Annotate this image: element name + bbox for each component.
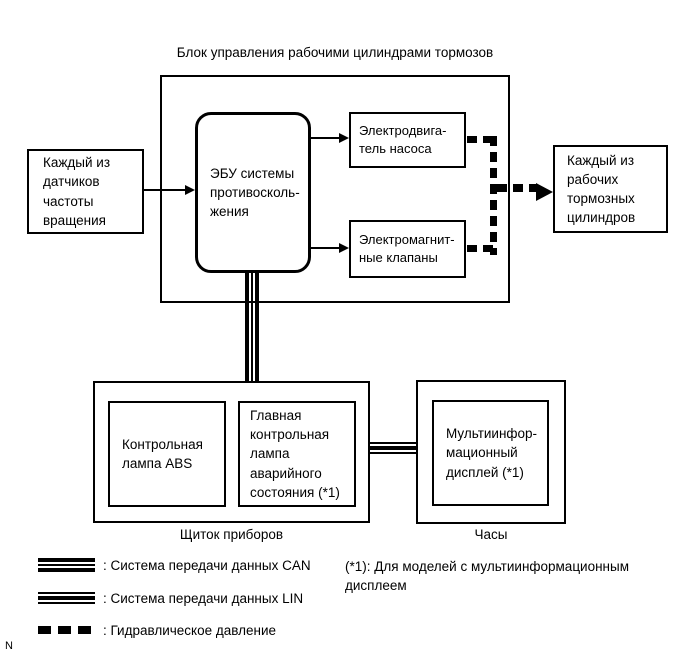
ecu-to-motor-arrow-line	[311, 137, 340, 139]
hydraulic-dash-from-motor	[467, 136, 497, 143]
hydraulic-pressure-arrow-head	[536, 183, 553, 201]
legend-hydraulic-symbol	[38, 626, 91, 634]
solenoid-valves-label: Электромагнит- ные клапаны	[359, 231, 455, 265]
legend-can-symbol	[38, 558, 95, 572]
abs-warning-lamp-label: Контрольная лампа ABS	[122, 436, 203, 471]
legend-can-label: : Система передачи данных CAN	[103, 558, 311, 573]
legend-lin-symbol	[38, 592, 95, 604]
brake-cylinders-box: Каждый из рабочих тормозных цилиндров	[553, 145, 668, 233]
ecu-to-motor-arrow-head	[339, 133, 349, 143]
multi-info-display-box: Мультиинфор- мационный дисплей (*1)	[432, 400, 549, 506]
brake-cylinders-label: Каждый из рабочих тормозных цилиндров	[567, 152, 636, 226]
legend-hydraulic-label: : Гидравлическое давление	[103, 623, 277, 638]
legend-lin-label: : Система передачи данных LIN	[103, 591, 304, 606]
pump-motor-box: Электродвига- тель насоса	[349, 112, 466, 168]
master-warning-lamp-label: Главная контрольная лампа аварийного сос…	[250, 408, 340, 500]
master-warning-lamp-box: Главная контрольная лампа аварийного сос…	[238, 401, 356, 507]
abs-ecu-box: ЭБУ системы противосколь- жения	[195, 112, 311, 273]
solenoid-valves-box: Электромагнит- ные клапаны	[349, 220, 466, 278]
speed-sensors-box: Каждый из датчиков частоты вращения	[27, 149, 144, 234]
hydraulic-pressure-arrow-line	[497, 184, 537, 192]
sensor-to-ecu-arrow-head	[185, 185, 195, 195]
hydraulic-dash-from-valves	[467, 245, 497, 252]
ecu-to-valves-arrow-line	[311, 247, 340, 249]
abs-ecu-label: ЭБУ системы противосколь- жения	[210, 165, 300, 220]
multi-info-display-label: Мультиинфор- мационный дисплей (*1)	[446, 426, 538, 480]
instrument-panel-caption: Щиток приборов	[179, 527, 284, 542]
diagram-title: Блок управления рабочими цилиндрами торм…	[176, 45, 494, 60]
sensor-to-ecu-arrow-line	[143, 189, 186, 191]
abs-warning-lamp-box: Контрольная лампа ABS	[108, 401, 226, 507]
can-bus-connector	[245, 271, 259, 382]
clock-box	[416, 380, 566, 524]
ecu-to-valves-arrow-head	[339, 243, 349, 253]
hydraulic-dash-vertical	[490, 136, 497, 255]
pump-motor-label: Электродвига- тель насоса	[359, 122, 447, 156]
page-marker: N	[5, 640, 13, 652]
speed-sensors-label: Каждый из датчиков частоты вращения	[43, 155, 111, 228]
lin-bus-connector	[369, 442, 416, 454]
clock-caption: Часы	[474, 527, 508, 542]
footnote: (*1): Для моделей с мультиинформационным…	[345, 559, 629, 594]
